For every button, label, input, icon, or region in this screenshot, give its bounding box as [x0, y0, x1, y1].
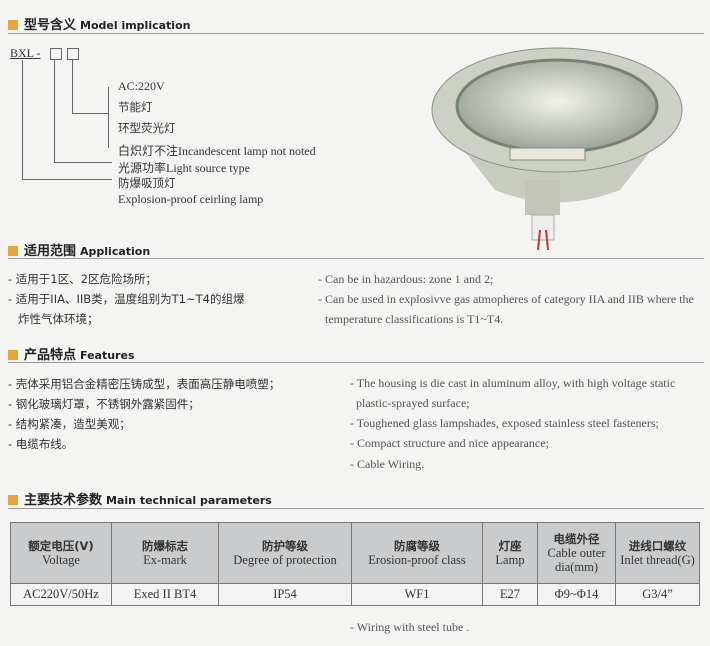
feature-item: - Cable Wiring.	[350, 457, 425, 471]
model-label: 环型荧光灯	[118, 121, 176, 135]
table-cell: Exed II BT4	[111, 583, 219, 606]
bullet-square-icon	[8, 350, 18, 360]
feature-item: - Toughened glass lampshades, exposed st…	[350, 416, 659, 430]
heading-en: Features	[80, 349, 135, 362]
divider	[8, 258, 704, 259]
heading-en: Model implication	[80, 19, 191, 32]
connector	[72, 60, 73, 113]
connector	[72, 113, 108, 114]
heading-en: Application	[80, 245, 151, 258]
bullet-square-icon	[8, 246, 18, 256]
table-cell: IP54	[218, 583, 352, 606]
bullet-square-icon	[8, 20, 18, 30]
application-item: temperature classifications is T1~T4.	[325, 312, 504, 326]
heading-cn: 产品特点	[24, 348, 77, 363]
model-box-2	[67, 48, 79, 60]
feature-item: - 结构紧凑，造型美观；	[8, 417, 131, 431]
application-item: - 适用于1区、2区危险场所；	[8, 272, 157, 286]
heading-en: Main technical parameters	[106, 494, 272, 507]
model-label: 光源功率Light source type	[118, 161, 250, 175]
divider	[8, 362, 704, 363]
connector	[22, 179, 112, 180]
feature-item: - 壳体采用铝合金精密压铸成型，表面高压静电喷塑；	[8, 377, 281, 391]
table-cell: WF1	[351, 583, 483, 606]
application-item: - Can be used in explosivve gas atmopher…	[318, 292, 694, 306]
lamp-photo	[431, 47, 683, 250]
connector	[108, 87, 109, 148]
bullet-square-icon	[8, 495, 18, 505]
feature-item: - 电缆布线。	[8, 437, 74, 451]
application-item: 炸性气体环境；	[18, 312, 99, 326]
model-label: 防爆吸顶灯	[118, 176, 176, 190]
model-label: 白炽灯不注Incandescent lamp not noted	[118, 144, 316, 158]
model-label: 节能灯	[118, 100, 153, 114]
connector	[54, 60, 55, 162]
table-cell: G3/4”	[615, 583, 700, 606]
feature-item: plastic-sprayed surface;	[356, 396, 470, 410]
feature-item: - The housing is die cast in aluminum al…	[350, 376, 676, 390]
connector	[54, 162, 112, 163]
feature-item: - 钢化玻璃灯罩，不锈钢外露紧固件；	[8, 397, 200, 411]
connector	[22, 60, 23, 179]
footnote: - Wiring with steel tube .	[350, 620, 470, 634]
divider	[8, 33, 704, 34]
divider	[8, 508, 704, 509]
heading-cn: 主要技术参数	[24, 493, 103, 508]
model-box-1	[50, 48, 62, 60]
table-cell: Φ9~Φ14	[537, 583, 616, 606]
model-label: Explosion-proof ceirling lamp	[118, 192, 264, 206]
model-label: AC:220V	[118, 79, 165, 93]
heading-cn: 适用范围	[24, 244, 77, 259]
column-header: 额定电压(V)Voltage	[10, 522, 112, 584]
table-cell: E27	[482, 583, 538, 606]
model-prefix: BXL -	[10, 46, 41, 60]
application-item: - Can be in hazardous: zone 1 and 2;	[318, 272, 494, 286]
application-item: - 适用于IIA、IIB类，温度组别为T1~T4的组爆	[8, 292, 245, 306]
table-row: AC220V/50Hz Exed II BT4 IP54 WF1 E27 Φ9~…	[10, 583, 700, 606]
table-cell: AC220V/50Hz	[10, 583, 112, 606]
feature-item: - Compact structure and nice appearance;	[350, 436, 549, 450]
heading-cn: 型号含义	[24, 18, 77, 33]
